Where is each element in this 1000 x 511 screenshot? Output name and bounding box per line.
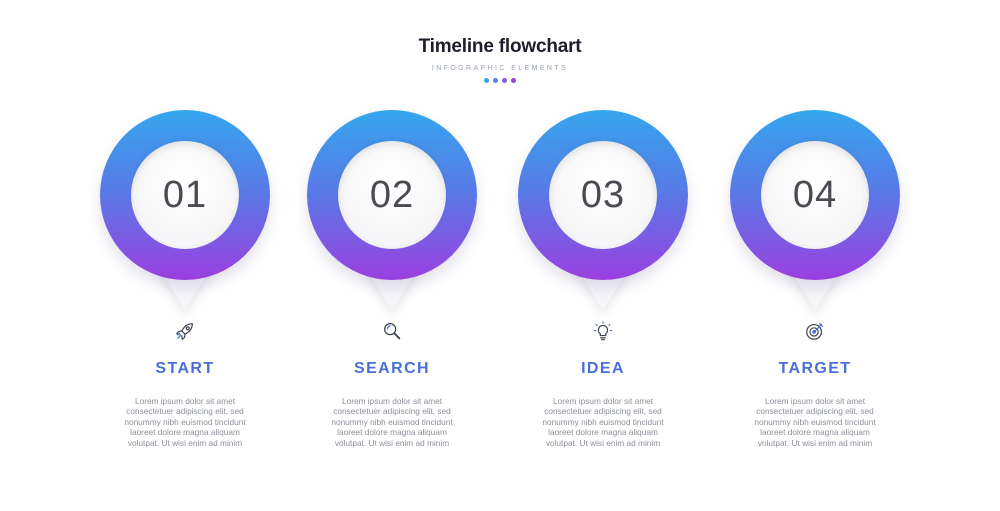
step-number-disc: 04 xyxy=(761,141,869,249)
timeline-step-3: 03 IDEA Lorem ipsum dolor sit amet conse… xyxy=(493,110,713,470)
desc-line: laoreet dolore magna aliquam xyxy=(760,427,870,438)
desc-line: volutpat. Ut wisi enim ad minim xyxy=(545,437,661,448)
desc-line: Lorem ipsum dolor sit amet xyxy=(341,396,443,406)
step-number: 01 xyxy=(162,173,208,216)
timeline-step-2: 02 SEARCH Lorem ipsum dolor sit amet con… xyxy=(282,110,502,470)
step-ring: 01 xyxy=(100,110,270,280)
header-dot xyxy=(502,78,507,83)
step-number: 03 xyxy=(580,173,626,216)
desc-line: nonummy nibh euismod tincidunt xyxy=(754,416,876,427)
step-number-disc: 01 xyxy=(131,141,239,249)
step-label: TARGET xyxy=(778,360,852,377)
target-icon xyxy=(804,320,826,342)
step-label: IDEA xyxy=(581,360,625,377)
step-number: 04 xyxy=(792,173,838,216)
step-description: Lorem ipsum dolor sit amet consectetuer … xyxy=(302,396,482,448)
step-ring: 04 xyxy=(730,110,900,280)
step-number-disc: 02 xyxy=(338,141,446,249)
step-description: Lorem ipsum dolor sit amet consectetuer … xyxy=(95,396,275,448)
step-label: SEARCH xyxy=(354,360,430,377)
page-title: Timeline flowchart xyxy=(418,36,582,57)
step-description: Lorem ipsum dolor sit amet consectetuer … xyxy=(513,396,693,448)
desc-line: nonummy nibh euismod tincidunt xyxy=(542,416,664,427)
desc-line: Lorem ipsum dolor sit amet xyxy=(764,396,866,406)
desc-line: Lorem ipsum dolor sit amet xyxy=(134,396,236,406)
desc-line: laoreet dolore magna aliquam xyxy=(548,427,658,438)
desc-line: consectetuer adipiscing elit, sed xyxy=(126,406,244,417)
step-description: Lorem ipsum dolor sit amet consectetuer … xyxy=(725,396,905,448)
step-ring: 02 xyxy=(307,110,477,280)
step-number-disc: 03 xyxy=(549,141,657,249)
header-dot xyxy=(511,78,516,83)
timeline-step-1: 01 START Lorem ipsum dolor sit amet cons… xyxy=(75,110,295,470)
rocket-icon xyxy=(174,320,196,342)
desc-line: nonummy nibh euismod tincidunt xyxy=(124,416,246,427)
header-dot xyxy=(484,78,489,83)
desc-line: nonummy nibh euismod tincidunt xyxy=(331,416,453,427)
desc-line: volutpat. Ut wisi enim ad minim xyxy=(127,437,243,448)
step-ring: 03 xyxy=(518,110,688,280)
timeline-step-4: 04 TARGET Lorem ipsum dolor sit amet con… xyxy=(705,110,925,470)
desc-line: laoreet dolore magna aliquam xyxy=(337,427,447,438)
desc-line: consectetuer adipiscing elit, sed xyxy=(756,406,874,417)
magnifier-icon xyxy=(381,320,403,342)
desc-line: volutpat. Ut wisi enim ad minim xyxy=(334,437,450,448)
header: Timeline flowchart INFOGRAPHIC ELEMENTS xyxy=(0,36,1000,83)
step-label: START xyxy=(155,360,215,377)
header-dot xyxy=(493,78,498,83)
page-subtitle: INFOGRAPHIC ELEMENTS xyxy=(431,65,569,72)
desc-line: volutpat. Ut wisi enim ad minim xyxy=(757,437,873,448)
desc-line: laoreet dolore magna aliquam xyxy=(130,427,240,438)
desc-line: consectetuer adipiscing elit, sed xyxy=(333,406,451,417)
desc-line: consectetuer adipiscing elit, sed xyxy=(544,406,662,417)
lightbulb-icon xyxy=(592,320,614,342)
step-number: 02 xyxy=(369,173,415,216)
desc-line: Lorem ipsum dolor sit amet xyxy=(552,396,654,406)
header-dots xyxy=(0,78,1000,83)
